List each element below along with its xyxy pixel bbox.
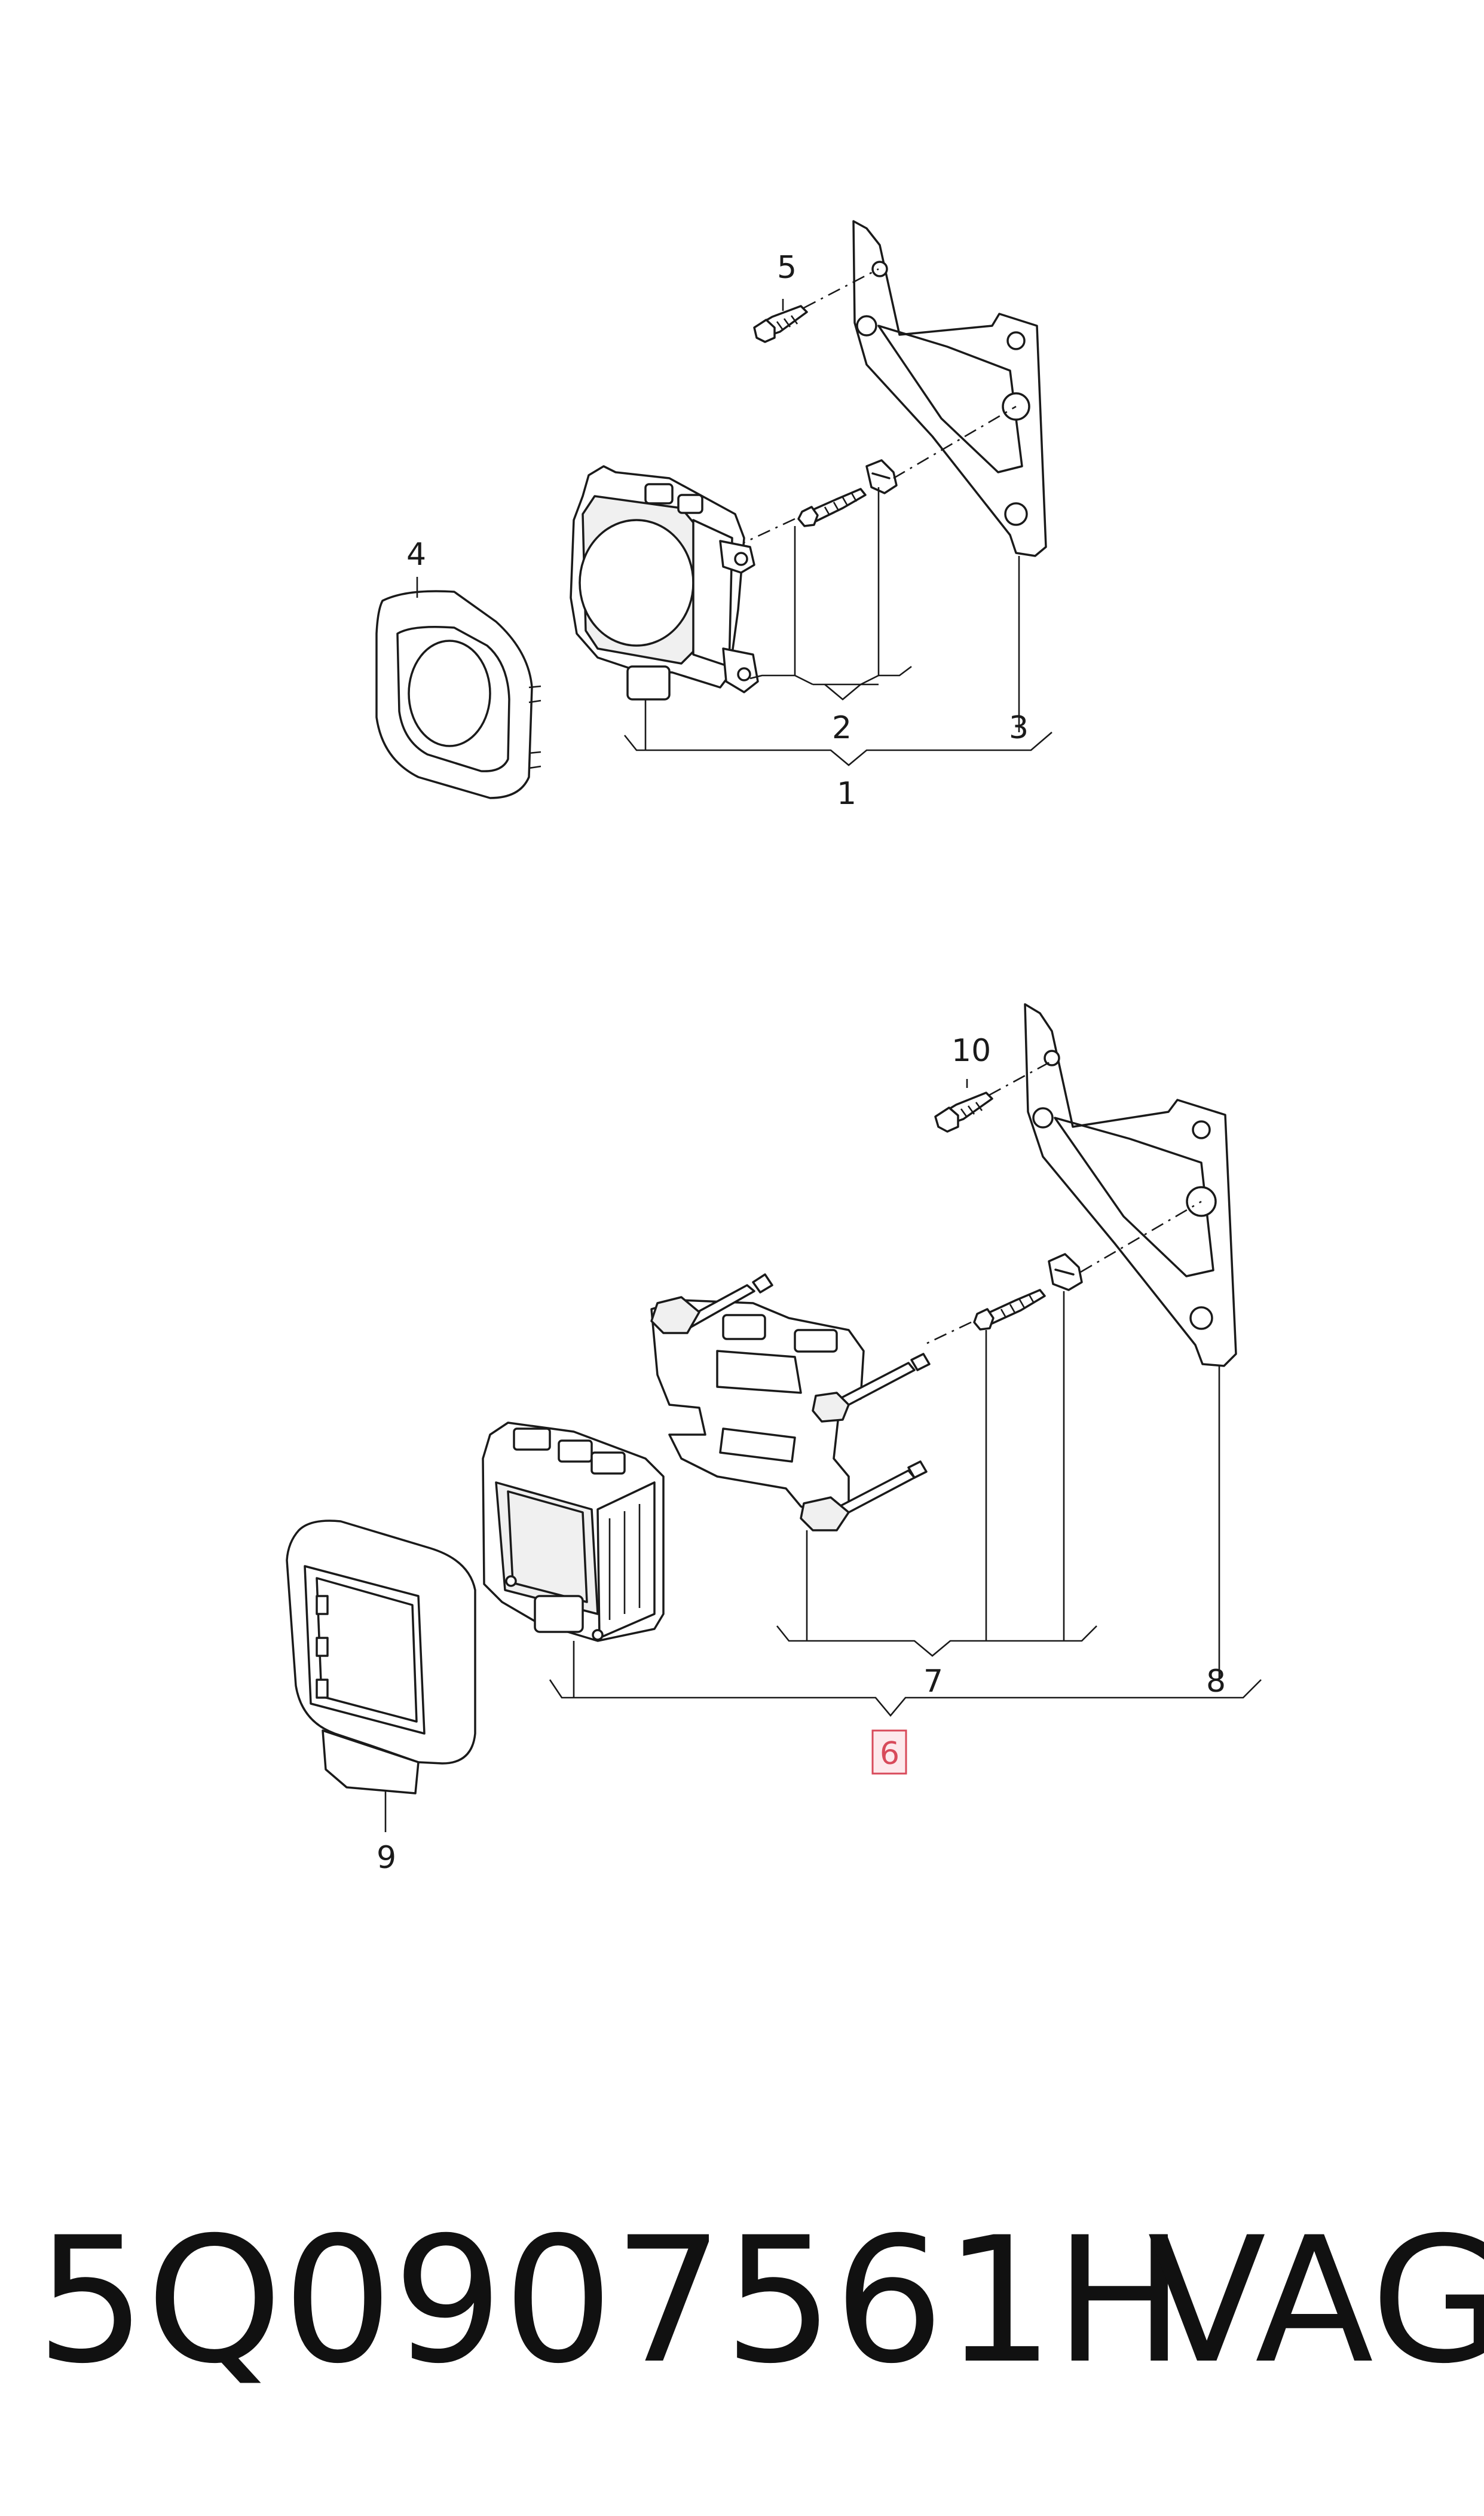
callout-5: 5 xyxy=(777,250,797,286)
screw-5 xyxy=(753,268,879,343)
control-unit-module xyxy=(482,1421,665,1642)
callout-7: 7 xyxy=(923,1664,943,1699)
radar-sensor-module xyxy=(570,465,759,701)
lower-assembly: 10 7 8 6 9 xyxy=(286,1003,1262,1876)
footer-caption: 5Q0907561H VAG xyxy=(36,2200,1484,2402)
callout-8: 8 xyxy=(1206,1664,1226,1699)
callout-3: 3 xyxy=(1009,710,1029,746)
callout-6-highlight xyxy=(871,1729,907,1775)
lower-leaders xyxy=(384,1079,1262,1832)
callout-2: 2 xyxy=(832,710,852,746)
mounting-bracket-8 xyxy=(1024,1003,1237,1367)
callout-10: 10 xyxy=(951,1033,991,1069)
screw-10 xyxy=(934,1060,1052,1133)
brand-name: VAG xyxy=(1148,2200,1484,2402)
sensor-holder-7 xyxy=(650,1273,931,1531)
callout-1: 1 xyxy=(837,776,856,812)
screw-and-nut-7 xyxy=(923,1200,1202,1346)
mounting-bracket-3 xyxy=(852,220,1047,557)
part-number: 5Q0907561H xyxy=(36,2200,1185,2402)
sensor-cover-9 xyxy=(286,1520,476,1794)
callout-9: 9 xyxy=(377,1840,396,1876)
screw-and-nut-2 xyxy=(741,405,1017,545)
upper-assembly: 5 4 2 3 1 xyxy=(375,220,1052,812)
upper-leaders xyxy=(416,299,1052,766)
callout-6[interactable]: 6 xyxy=(880,1736,899,1772)
sensor-cover-4 xyxy=(375,590,541,799)
callout-4: 4 xyxy=(406,537,426,573)
